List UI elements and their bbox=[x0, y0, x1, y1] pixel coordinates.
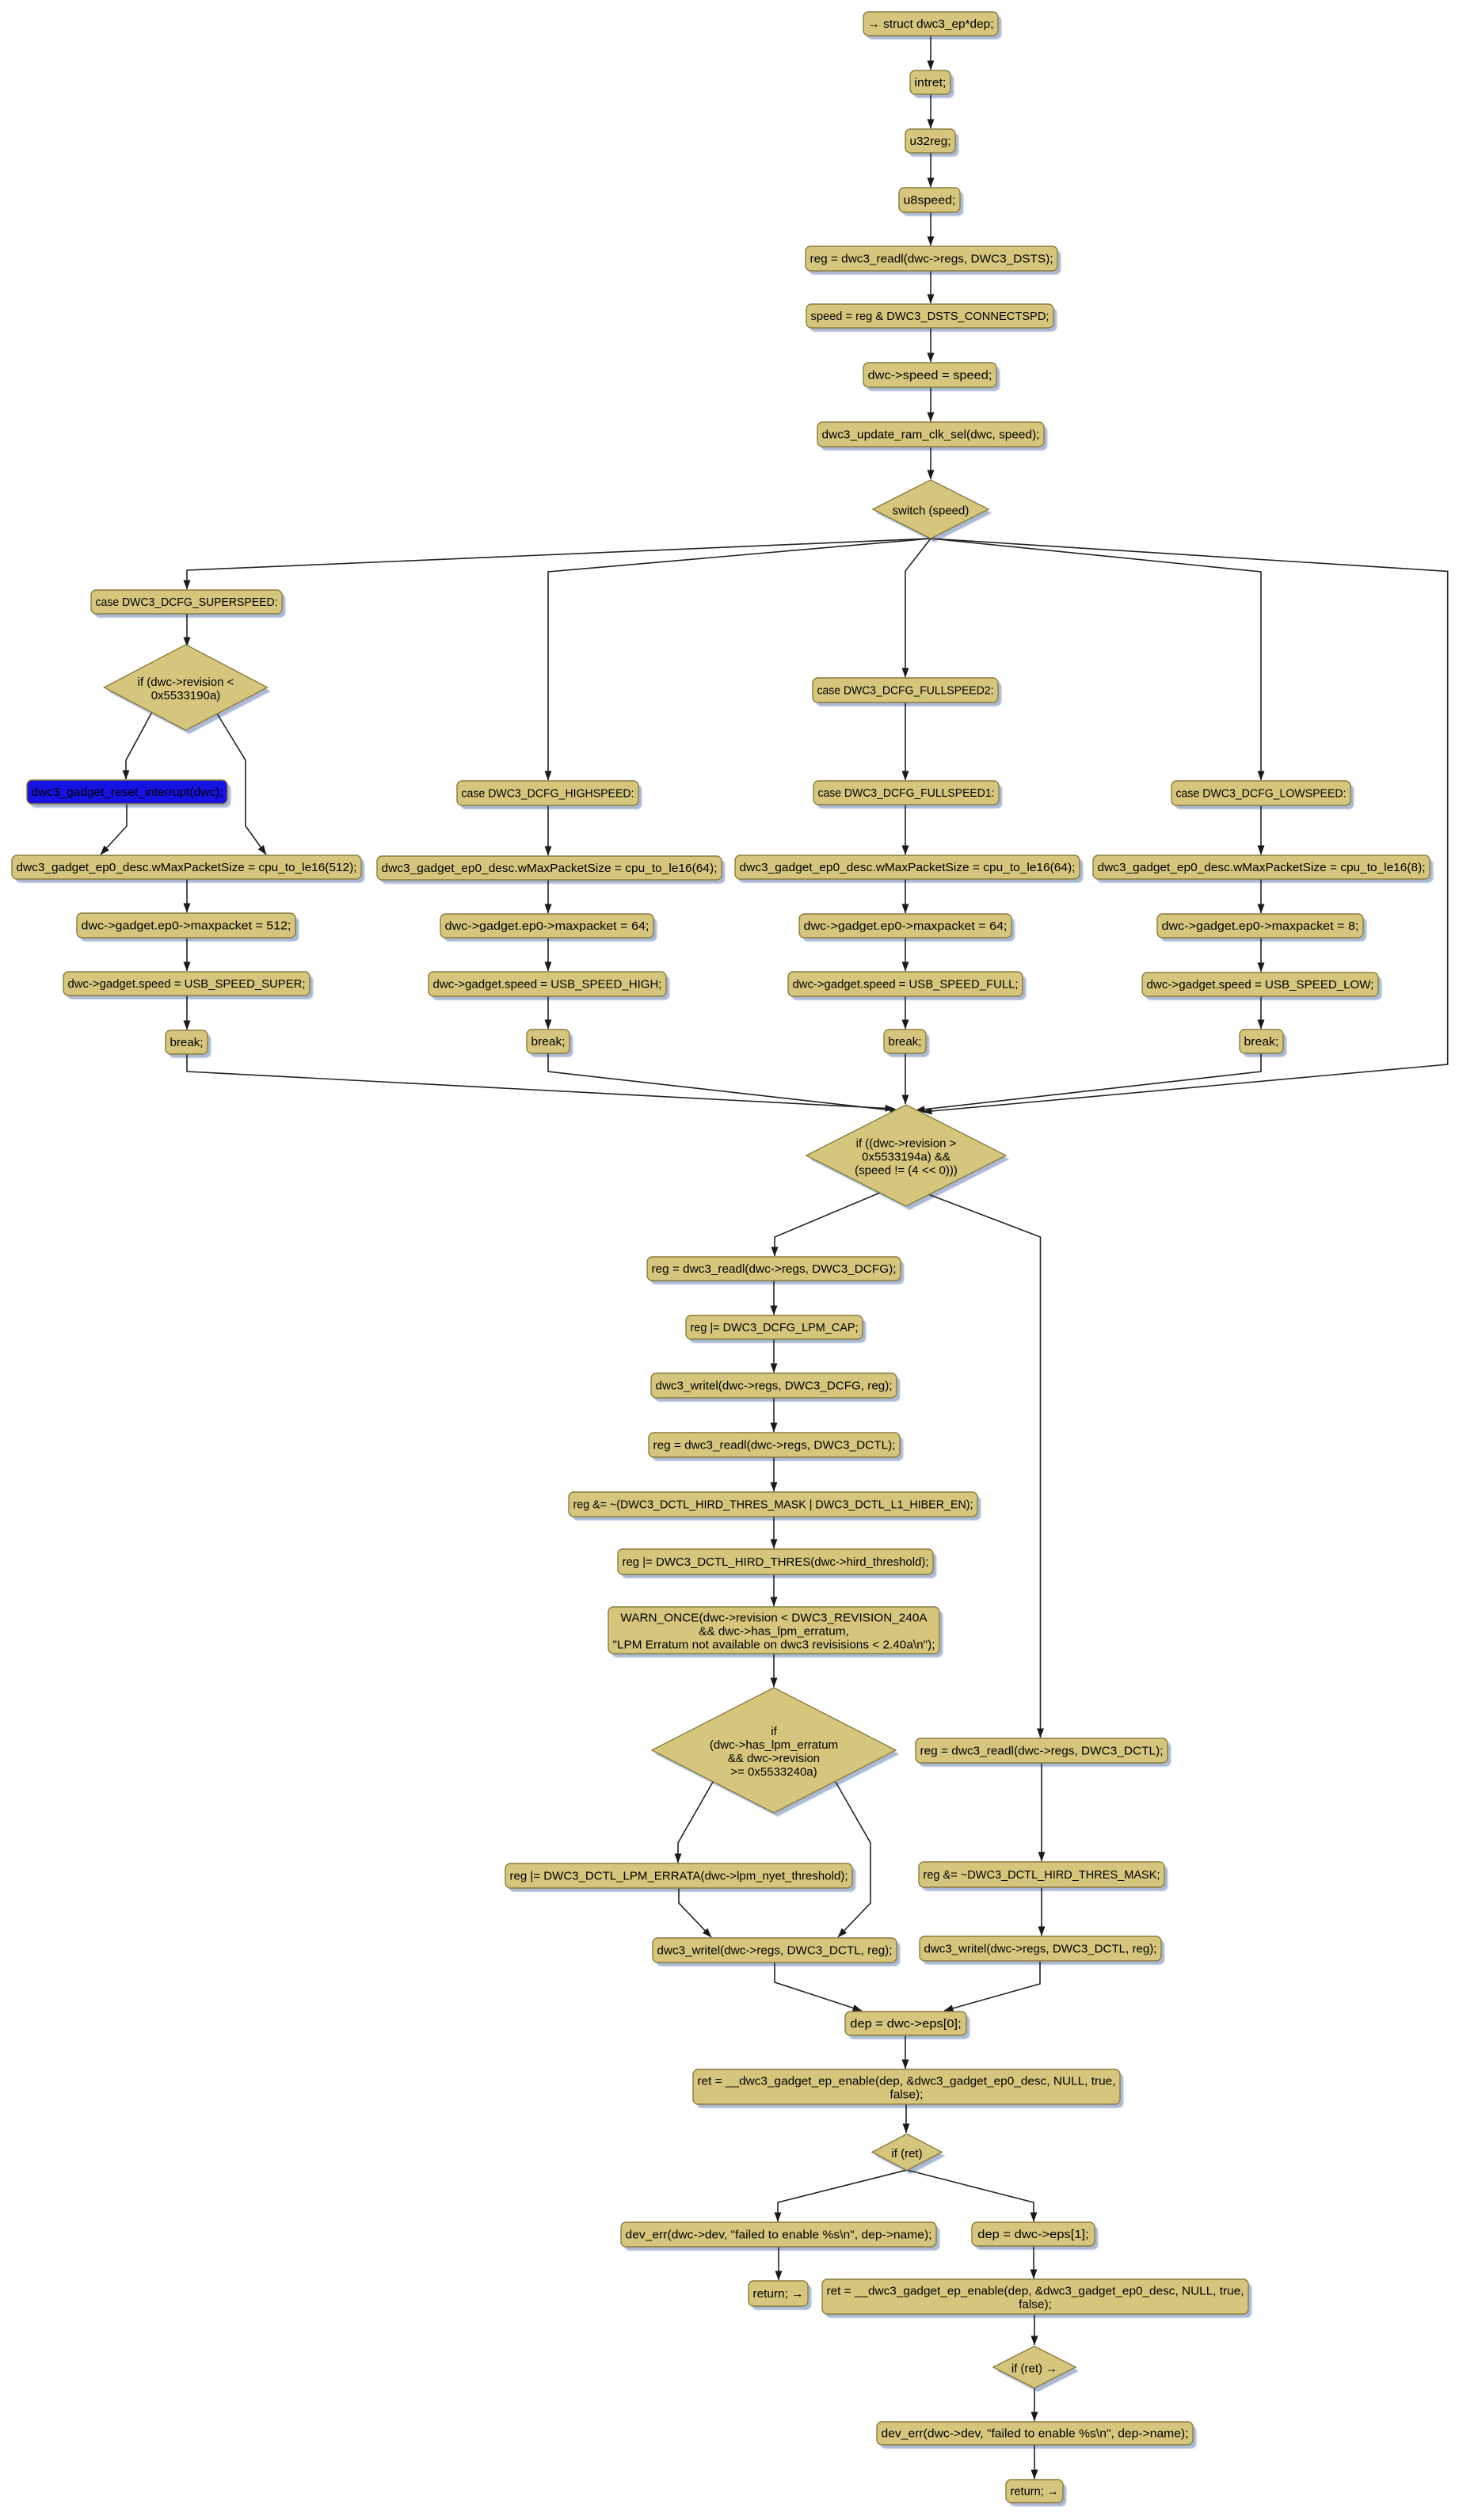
svg-text:dwc->speed = speed;: dwc->speed = speed; bbox=[868, 369, 992, 383]
svg-text:dwc3_writel(dwc->regs, DWC3_DC: dwc3_writel(dwc->regs, DWC3_DCFG, reg); bbox=[656, 1380, 893, 1393]
svg-text:dwc->gadget.ep0->maxpacket = 5: dwc->gadget.ep0->maxpacket = 512; bbox=[82, 919, 291, 933]
svg-text:dwc3_gadget_ep0_desc.wMaxPacke: dwc3_gadget_ep0_desc.wMaxPacketSize = cp… bbox=[382, 862, 718, 875]
svg-text:break;: break; bbox=[170, 1036, 204, 1049]
svg-text:speed = reg & DWC3_DSTS_CONNEC: speed = reg & DWC3_DSTS_CONNECTSPD; bbox=[811, 310, 1049, 323]
svg-text:reg |= DWC3_DCTL_LPM_ERRATA(dw: reg |= DWC3_DCTL_LPM_ERRATA(dwc->lpm_nye… bbox=[510, 1870, 848, 1883]
svg-text:dwc->gadget.speed = USB_SPEED_: dwc->gadget.speed = USB_SPEED_SUPER; bbox=[68, 977, 306, 991]
svg-text:dev_err(dwc->dev, "failed to e: dev_err(dwc->dev, "failed to enable %s\n… bbox=[882, 2427, 1189, 2441]
svg-text:dev_err(dwc->dev, "failed to e: dev_err(dwc->dev, "failed to enable %s\n… bbox=[626, 2229, 932, 2242]
svg-text:dwc->gadget.speed = USB_SPEED_: dwc->gadget.speed = USB_SPEED_FULL; bbox=[793, 978, 1019, 992]
svg-text:if: if bbox=[771, 1725, 777, 1738]
svg-text:reg |= DWC3_DCTL_HIRD_THRES(dw: reg |= DWC3_DCTL_HIRD_THRES(dwc->hird_th… bbox=[623, 1555, 929, 1569]
svg-text:break;: break; bbox=[889, 1035, 922, 1049]
svg-text:if (dwc->revision <: if (dwc->revision < bbox=[138, 676, 234, 689]
svg-text:ret = __dwc3_gadget_ep_enable(: ret = __dwc3_gadget_ep_enable(dep, &dwc3… bbox=[827, 2285, 1244, 2298]
svg-text:case DWC3_DCFG_FULLSPEED1:: case DWC3_DCFG_FULLSPEED1: bbox=[818, 786, 995, 800]
svg-text:&& dwc->has_lpm_erratum,: && dwc->has_lpm_erratum, bbox=[699, 1625, 849, 1639]
svg-text:dwc->gadget.ep0->maxpacket = 6: dwc->gadget.ep0->maxpacket = 64; bbox=[445, 919, 650, 933]
svg-text:"LPM Erratum not available on: "LPM Erratum not available on dwc3 revis… bbox=[613, 1639, 935, 1652]
svg-text:dwc3_update_ram_clk_sel(dwc, s: dwc3_update_ram_clk_sel(dwc, speed); bbox=[822, 428, 1040, 442]
svg-text:>= 0x5533240a): >= 0x5533240a) bbox=[730, 1765, 817, 1779]
svg-text:(speed != (4 << 0))): (speed != (4 << 0))) bbox=[855, 1164, 958, 1178]
svg-text:WARN_ONCE(dwc->revision < DWC3: WARN_ONCE(dwc->revision < DWC3_REVISION_… bbox=[620, 1612, 927, 1625]
svg-text:break;: break; bbox=[531, 1035, 566, 1049]
svg-text:false);: false); bbox=[890, 2088, 924, 2102]
svg-text:if ((dwc->revision >: if ((dwc->revision > bbox=[856, 1137, 957, 1151]
svg-text:return; →: return; → bbox=[753, 2287, 804, 2301]
svg-text:case DWC3_DCFG_HIGHSPEED:: case DWC3_DCFG_HIGHSPEED: bbox=[462, 787, 634, 801]
svg-text:reg = dwc3_readl(dwc->regs, DW: reg = dwc3_readl(dwc->regs, DWC3_DCFG); bbox=[652, 1262, 897, 1276]
svg-text:dwc->gadget.ep0->maxpacket = 6: dwc->gadget.ep0->maxpacket = 64; bbox=[804, 919, 1008, 933]
svg-text:dwc3_writel(dwc->regs, DWC3_DC: dwc3_writel(dwc->regs, DWC3_DCTL, reg); bbox=[657, 1944, 893, 1958]
svg-text:dep = dwc->eps[0];: dep = dwc->eps[0]; bbox=[850, 2017, 961, 2031]
svg-text:switch (speed): switch (speed) bbox=[893, 504, 969, 518]
svg-text:reg &= ~DWC3_DCTL_HIRD_THRES_M: reg &= ~DWC3_DCTL_HIRD_THRES_MASK; bbox=[924, 1868, 1160, 1882]
svg-text:(dwc->has_lpm_erratum: (dwc->has_lpm_erratum bbox=[710, 1738, 838, 1752]
svg-text:case DWC3_DCFG_LOWSPEED:: case DWC3_DCFG_LOWSPEED: bbox=[1176, 787, 1347, 801]
svg-text:ret = __dwc3_gadget_ep_enable(: ret = __dwc3_gadget_ep_enable(dep, &dwc3… bbox=[698, 2075, 1116, 2088]
svg-text:&& dwc->revision: && dwc->revision bbox=[728, 1752, 820, 1765]
svg-text:u32reg;: u32reg; bbox=[910, 135, 951, 148]
svg-text:dwc3_gadget_ep0_desc.wMaxPacke: dwc3_gadget_ep0_desc.wMaxPacketSize = cp… bbox=[1098, 861, 1426, 874]
svg-text:return; →: return; → bbox=[1011, 2485, 1059, 2499]
svg-text:0x5533194a) &&: 0x5533194a) && bbox=[862, 1151, 950, 1164]
svg-text:dwc->gadget.speed = USB_SPEED_: dwc->gadget.speed = USB_SPEED_LOW; bbox=[1147, 978, 1374, 992]
svg-text:case DWC3_DCFG_FULLSPEED2:: case DWC3_DCFG_FULLSPEED2: bbox=[817, 684, 994, 698]
svg-text:0x5533190a): 0x5533190a) bbox=[151, 689, 221, 702]
svg-text:break;: break; bbox=[1244, 1035, 1279, 1049]
svg-text:reg = dwc3_readl(dwc->regs, DW: reg = dwc3_readl(dwc->regs, DWC3_DSTS); bbox=[810, 253, 1053, 266]
svg-text:reg &= ~(DWC3_DCTL_HIRD_THRES_: reg &= ~(DWC3_DCTL_HIRD_THRES_MASK | DWC… bbox=[573, 1498, 973, 1512]
svg-text:dwc3_gadget_ep0_desc.wMaxPacke: dwc3_gadget_ep0_desc.wMaxPacketSize = cp… bbox=[740, 861, 1076, 874]
svg-text:dwc3_writel(dwc->regs, DWC3_DC: dwc3_writel(dwc->regs, DWC3_DCTL, reg); bbox=[924, 1943, 1157, 1956]
svg-text:dwc3_gadget_ep0_desc.wMaxPacke: dwc3_gadget_ep0_desc.wMaxPacketSize = cp… bbox=[17, 861, 357, 874]
svg-text:dwc->gadget.ep0->maxpacket = 8: dwc->gadget.ep0->maxpacket = 8; bbox=[1162, 919, 1359, 933]
svg-text:dep = dwc->eps[1];: dep = dwc->eps[1]; bbox=[977, 2228, 1088, 2241]
svg-text:reg |= DWC3_DCFG_LPM_CAP;: reg |= DWC3_DCFG_LPM_CAP; bbox=[691, 1321, 859, 1334]
svg-text:reg = dwc3_readl(dwc->regs, DW: reg = dwc3_readl(dwc->regs, DWC3_DCTL); bbox=[653, 1439, 896, 1452]
svg-text:reg = dwc3_readl(dwc->regs, DW: reg = dwc3_readl(dwc->regs, DWC3_DCTL); bbox=[920, 1745, 1164, 1758]
svg-text:dwc->gadget.speed = USB_SPEED_: dwc->gadget.speed = USB_SPEED_HIGH; bbox=[433, 978, 662, 992]
svg-text:intret;: intret; bbox=[915, 76, 947, 89]
svg-text:u8speed;: u8speed; bbox=[904, 194, 956, 207]
svg-text:false);: false); bbox=[1019, 2298, 1052, 2312]
svg-text:dwc3_gadget_reset_interrupt(dw: dwc3_gadget_reset_interrupt(dwc); bbox=[32, 786, 223, 799]
svg-text:if (ret) →: if (ret) → bbox=[1011, 2362, 1057, 2376]
svg-text:if (ret): if (ret) bbox=[891, 2147, 922, 2160]
svg-text:→ struct dwc3_ep*dep;: → struct dwc3_ep*dep; bbox=[868, 17, 994, 31]
svg-text:case DWC3_DCFG_SUPERSPEED:: case DWC3_DCFG_SUPERSPEED: bbox=[96, 596, 278, 609]
